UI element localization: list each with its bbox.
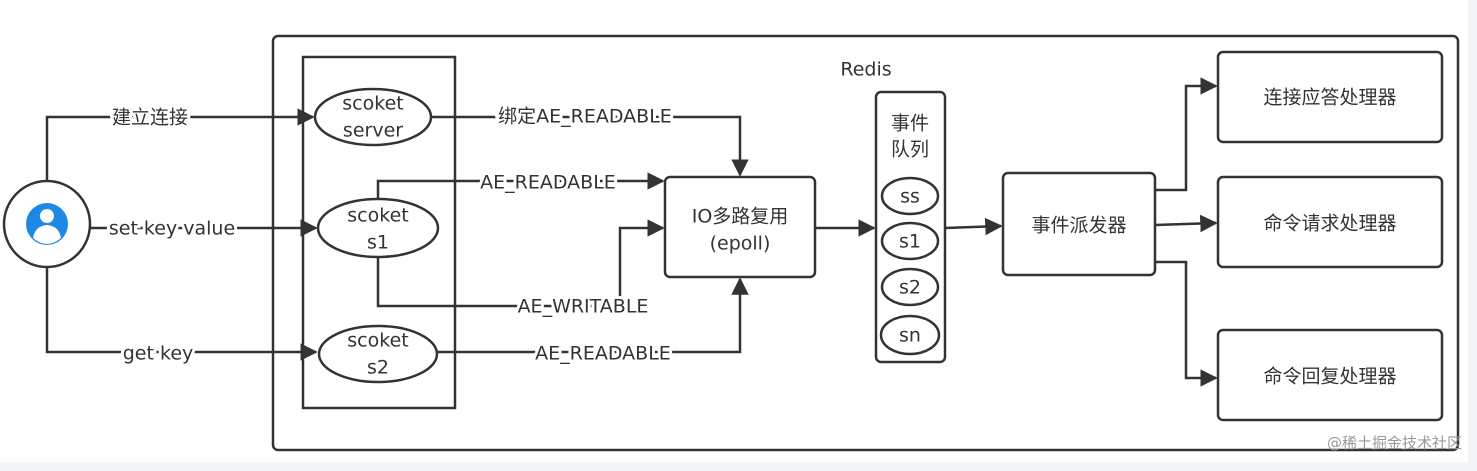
edge-to-handler-1 xyxy=(1155,77,1218,192)
svg-text:scoket: scoket xyxy=(347,330,408,352)
label-bind: 绑定AE_READABLE xyxy=(498,106,672,128)
socket-server: scoket server xyxy=(313,87,433,147)
label-s1-read: AE_READABLE xyxy=(480,172,616,194)
svg-text:server: server xyxy=(343,120,403,142)
edge-get xyxy=(45,267,318,361)
svg-text:IO多路复用: IO多路复用 xyxy=(692,206,789,228)
svg-text:scoket: scoket xyxy=(342,93,403,115)
socket-s1: scoket s1 xyxy=(316,197,440,259)
edge-connect xyxy=(45,108,315,181)
event-queue: 事件 队列 ss s1 s2 sn xyxy=(874,90,947,364)
edge-queue-dispatcher xyxy=(944,217,1003,236)
edge-bind xyxy=(431,115,749,177)
watermark: @稀土掘金技术社区 xyxy=(1327,434,1462,452)
queue-item: s1 xyxy=(880,221,940,261)
svg-text:scoket: scoket xyxy=(347,205,408,227)
label-get: get key xyxy=(123,343,194,365)
io-multiplexer: IO多路复用 (epoll) xyxy=(663,175,817,279)
svg-text:s1: s1 xyxy=(367,232,389,254)
edges xyxy=(45,77,1218,387)
svg-text:(epoll): (epoll) xyxy=(710,233,771,255)
label-connect: 建立连接 xyxy=(112,107,188,129)
user-icon xyxy=(26,203,68,245)
label-s1-write: AE_WRITABLE xyxy=(518,296,649,318)
queue-item: s2 xyxy=(880,267,940,307)
event-dispatcher: 事件派发器 xyxy=(1001,171,1157,277)
svg-text:s2: s2 xyxy=(367,357,389,379)
edge-s1-read xyxy=(376,172,665,199)
queue-item: ss xyxy=(880,176,940,216)
svg-text:s1: s1 xyxy=(899,231,921,253)
svg-text:命令请求处理器: 命令请求处理器 xyxy=(1263,213,1396,235)
edge-s1-write xyxy=(376,219,665,308)
svg-text:命令回复处理器: 命令回复处理器 xyxy=(1263,366,1396,388)
queue-item: sn xyxy=(879,314,941,356)
svg-text:事件派发器: 事件派发器 xyxy=(1031,215,1126,237)
label-set: set key value xyxy=(109,218,235,240)
svg-text:连接应答处理器: 连接应答处理器 xyxy=(1263,87,1396,109)
user-node xyxy=(2,179,92,269)
edge-to-handler-3 xyxy=(1155,260,1218,387)
handler-command-reply: 命令回复处理器 xyxy=(1216,328,1444,422)
svg-text:事件: 事件 xyxy=(891,113,929,135)
svg-text:ss: ss xyxy=(900,186,920,208)
handler-connect-accept: 连接应答处理器 xyxy=(1216,50,1444,144)
redis-container xyxy=(271,34,1460,452)
label-s2-read: AE_READABLE xyxy=(535,343,671,365)
redis-title: Redis xyxy=(840,59,891,81)
edge-s2-read xyxy=(437,277,749,354)
socket-s2: scoket s2 xyxy=(317,324,439,384)
handler-command-request: 命令请求处理器 xyxy=(1216,175,1444,269)
svg-text:s2: s2 xyxy=(899,277,921,299)
svg-text:队列: 队列 xyxy=(891,139,929,161)
edge-to-handler-2 xyxy=(1154,214,1218,233)
svg-text:sn: sn xyxy=(899,325,921,347)
